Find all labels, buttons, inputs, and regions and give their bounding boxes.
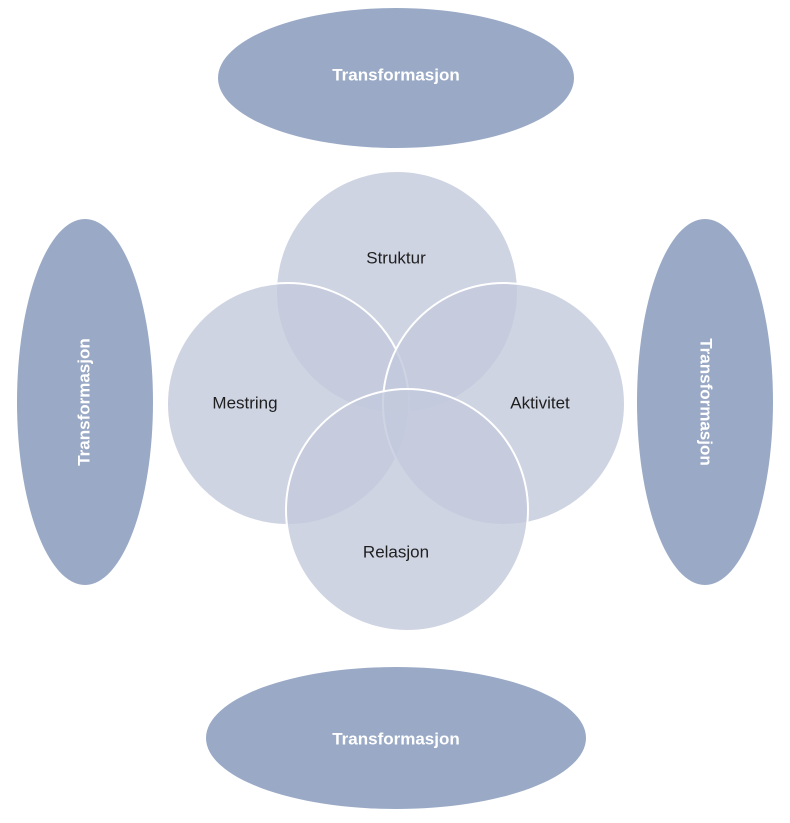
ellipse-left-label: Transformasjon bbox=[74, 338, 93, 466]
ellipse-right-label: Transformasjon bbox=[697, 338, 716, 466]
ellipse-bottom bbox=[206, 667, 586, 809]
circle-struktur-label: Struktur bbox=[366, 248, 426, 267]
circle-aktivitet-label: Aktivitet bbox=[510, 393, 570, 412]
circle-mestring-label: Mestring bbox=[212, 393, 277, 412]
ellipse-left bbox=[17, 219, 153, 585]
ellipse-top bbox=[218, 8, 574, 148]
ellipse-bottom-label: Transformasjon bbox=[332, 729, 460, 748]
ellipse-top-label: Transformasjon bbox=[332, 65, 460, 84]
circle-relasjon-label: Relasjon bbox=[363, 542, 429, 561]
circle-relasjon bbox=[285, 388, 529, 632]
ellipse-right bbox=[637, 219, 773, 585]
